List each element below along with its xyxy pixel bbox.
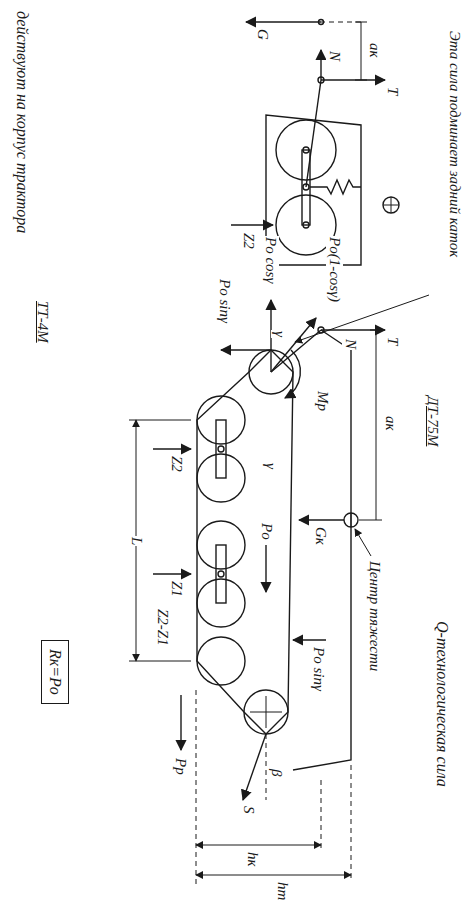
- annotation-label: Pо cosγ: [263, 236, 280, 284]
- annotation-label: N: [343, 338, 360, 350]
- force-arrow: [265, 545, 266, 592]
- extension-line: [321, 780, 322, 852]
- bogie-beam: [216, 545, 226, 603]
- force-arrow: [320, 50, 321, 80]
- annotation-label: Q-технологическая сила: [433, 620, 451, 788]
- dimension-tick: [370, 330, 382, 331]
- annotation-label: S: [241, 805, 258, 815]
- moment-arc: [285, 350, 300, 398]
- force-arrow: [299, 519, 344, 520]
- annotation-label: Z1: [169, 580, 186, 598]
- force-arrow: [231, 224, 273, 225]
- annotation-label: Z2: [241, 232, 258, 250]
- annotation-label: ТТ-4М: [35, 300, 52, 344]
- force-arrow: [221, 349, 271, 350]
- pivot: [218, 446, 224, 452]
- annotation-label: β: [269, 768, 286, 777]
- pivot: [218, 571, 224, 577]
- bogie-beam: [216, 420, 226, 478]
- reference-line: [266, 734, 267, 800]
- dimension-tick: [355, 22, 367, 23]
- lever: [306, 80, 321, 187]
- extension-line: [359, 520, 382, 521]
- extension-line: [129, 661, 191, 662]
- extension-line: [129, 420, 191, 421]
- annotation-label: Pо sinγ: [217, 278, 234, 324]
- hull-outline: [293, 330, 351, 770]
- annotation-label: G: [255, 28, 272, 41]
- cross-line: [351, 513, 352, 527]
- dimension-line: [196, 845, 321, 846]
- bogie-beam: [302, 150, 310, 225]
- annotation-label: T: [385, 86, 402, 96]
- force-arrow: [246, 21, 321, 22]
- force-arrow: [153, 448, 191, 449]
- track-chain: [197, 350, 293, 734]
- annotation-label: Gк: [313, 526, 330, 546]
- annotation-label: γ: [263, 462, 280, 470]
- extension-line: [351, 765, 352, 882]
- annotation-label: hк: [245, 851, 262, 868]
- annotation-label: Центр тяжести: [367, 560, 384, 672]
- annotation-label: Z2-Z1: [155, 608, 172, 647]
- force-arrow: [321, 329, 385, 330]
- cross-line: [250, 712, 282, 713]
- annotation-label: ак: [367, 42, 384, 59]
- formula-text: Rк=Pо: [46, 649, 64, 695]
- dimension-line: [376, 330, 377, 520]
- dimension-line: [196, 875, 351, 876]
- annotation-label: Pр: [173, 757, 190, 776]
- annotation-label: γ: [272, 330, 289, 338]
- road-wheel: [197, 637, 245, 685]
- center-of-gravity: [344, 513, 358, 527]
- cross-line: [383, 205, 399, 206]
- force-arrow: [321, 79, 385, 80]
- annotation-label: L: [129, 536, 146, 546]
- annotation-label: Pо(1-cosγ): [327, 236, 344, 303]
- annotation-label: Эта сила подминает задний каток: [447, 30, 464, 282]
- annotation-label: ДТ-75М: [425, 395, 442, 447]
- annotation-label: hт: [275, 881, 292, 901]
- force-arrow: [271, 318, 316, 372]
- dimension-tick: [355, 80, 367, 81]
- annotation-label: действуют на корпус трактора: [13, 10, 31, 234]
- force-arrow: [293, 639, 326, 640]
- dimension-line: [361, 22, 362, 80]
- spring-symbol: [310, 180, 361, 194]
- annotation-label: N: [327, 50, 344, 62]
- annotation-label: Mр: [315, 390, 332, 412]
- force-arrow: [180, 695, 181, 750]
- sprocket: [244, 690, 288, 734]
- cross-circle: [383, 197, 399, 213]
- formula-box: Rк=Pо: [41, 640, 69, 704]
- ground-line: [196, 690, 197, 885]
- annotation-label: T: [385, 336, 402, 346]
- leader-line: [355, 529, 371, 556]
- force-arrow: [153, 573, 191, 574]
- annotation-label: Pо sinγ: [311, 646, 328, 692]
- force-arrow: [243, 734, 266, 800]
- annotation-label: Z2: [169, 455, 186, 473]
- annotation-label: ак: [383, 415, 400, 432]
- tow-link: [271, 330, 321, 372]
- annotation-label: Pо: [259, 522, 276, 541]
